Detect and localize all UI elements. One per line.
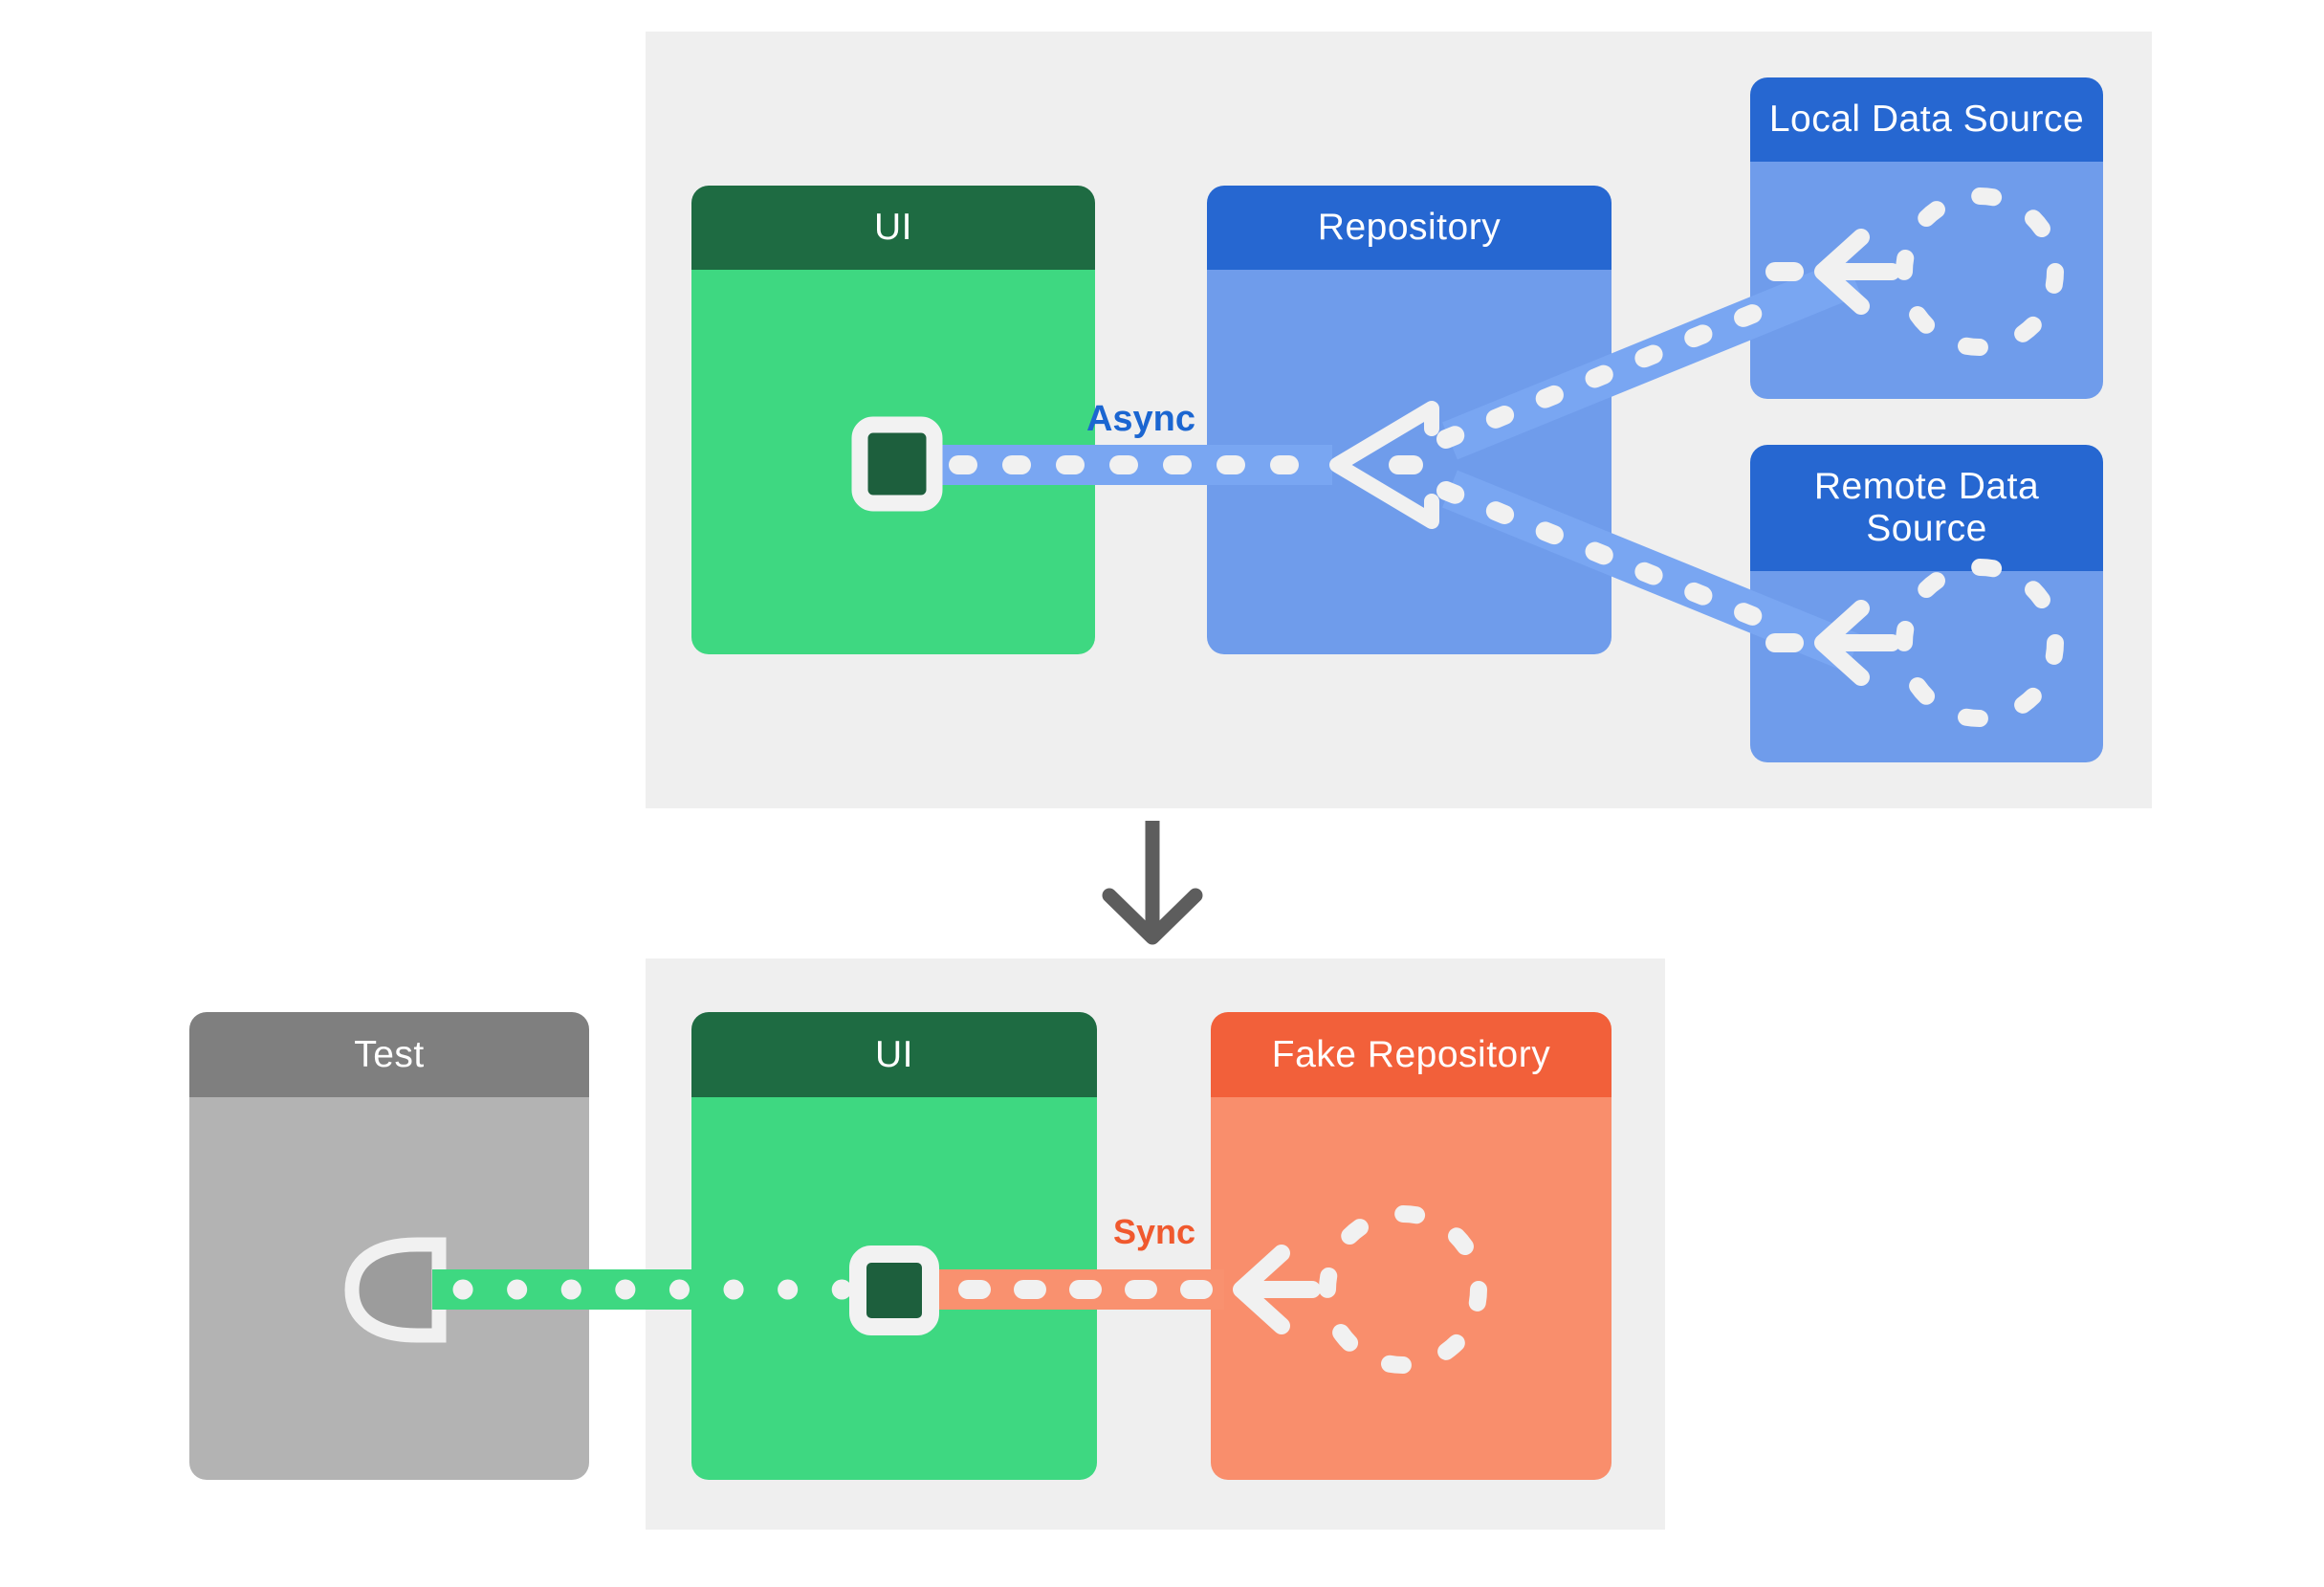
card-local-data-source: Local Data Source — [1750, 77, 2103, 399]
card-fake-repository-header: Fake Repository — [1211, 1012, 1611, 1097]
card-ui-under-test-header: UI — [691, 1012, 1097, 1097]
card-test: Test — [189, 1012, 589, 1480]
sync-edge-label: Sync — [1112, 1212, 1195, 1251]
card-repository-header: Repository — [1207, 186, 1611, 270]
card-remote-data-source-header: Remote Data Source — [1750, 445, 2103, 571]
card-remote-data-source: Remote Data Source — [1750, 445, 2103, 762]
card-fake-repository-title: Fake Repository — [1271, 1033, 1551, 1075]
card-local-data-source-title: Local Data Source — [1768, 99, 2085, 140]
card-ui-under-test-body — [691, 1097, 1097, 1480]
card-local-data-source-header: Local Data Source — [1750, 77, 2103, 162]
async-edge-label: Async — [1085, 399, 1195, 439]
card-test-title: Test — [354, 1033, 425, 1075]
card-ui-body — [691, 270, 1095, 654]
card-ui-title: UI — [874, 207, 912, 248]
card-repository: Repository — [1207, 186, 1611, 654]
card-ui-under-test-title: UI — [875, 1033, 913, 1075]
card-fake-repository: Fake Repository — [1211, 1012, 1611, 1480]
card-local-data-source-body — [1750, 162, 2103, 399]
card-repository-title: Repository — [1317, 207, 1502, 248]
arrow-down-head — [1102, 888, 1203, 945]
card-test-body — [189, 1097, 589, 1480]
card-repository-body — [1207, 270, 1611, 654]
card-fake-repository-body — [1211, 1097, 1611, 1480]
card-remote-data-source-title: Remote Data Source — [1813, 466, 2040, 549]
arrow-down-icon — [1102, 821, 1203, 945]
card-ui-header: UI — [691, 186, 1095, 270]
card-remote-data-source-body — [1750, 571, 2103, 762]
card-test-header: Test — [189, 1012, 589, 1097]
